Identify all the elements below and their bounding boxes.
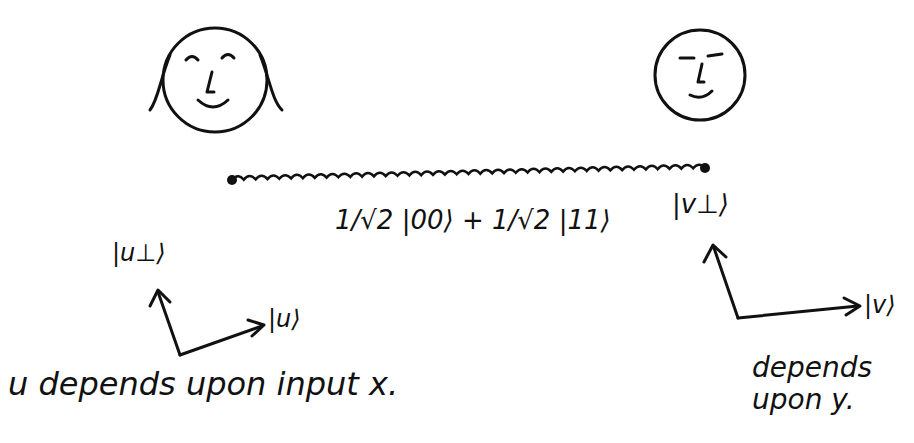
basis-label: |v⟩	[864, 292, 896, 320]
alice-basis	[150, 290, 264, 355]
note: depends upon y.	[752, 352, 902, 416]
bob-basis	[704, 245, 860, 318]
note: u depends upon input x.	[8, 366, 398, 403]
basis-label: |v⊥⟩	[672, 190, 729, 220]
qubit-dot	[227, 175, 237, 185]
entanglement-wave	[227, 163, 710, 185]
qubit-dot	[700, 163, 710, 173]
alice-face	[150, 28, 282, 132]
state-label: 1/√2 |00⟩ + 1/√2 |11⟩	[335, 206, 611, 236]
basis-label: |u⟩	[268, 306, 301, 334]
wavy-line	[232, 165, 705, 180]
bob-face	[655, 30, 745, 120]
basis-label: |u⊥⟩	[112, 240, 166, 268]
